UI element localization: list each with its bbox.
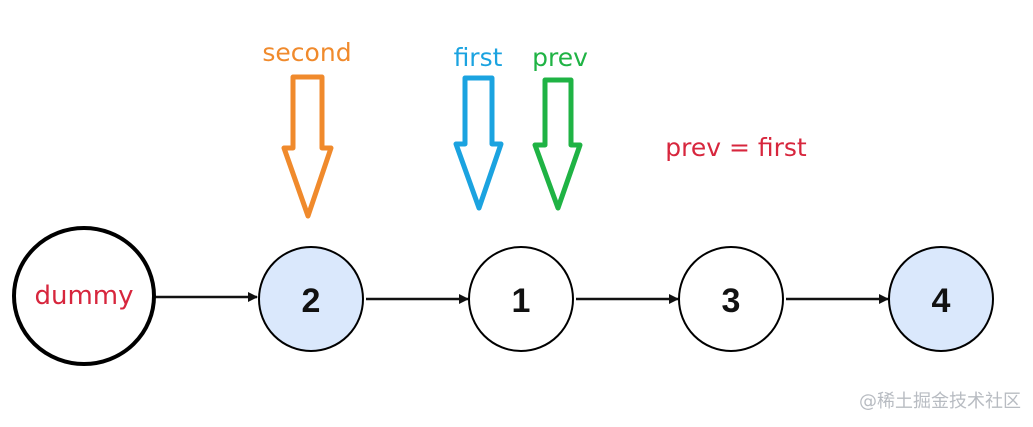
pointer-first-label: first <box>454 43 503 72</box>
pointer-first: first <box>453 43 504 211</box>
pointer-second-arrow-icon <box>281 74 334 219</box>
pointer-prev: prev <box>532 43 588 211</box>
pointer-second: second <box>262 38 352 219</box>
node-4: 4 <box>888 246 994 352</box>
node-2-label: 2 <box>302 282 321 320</box>
node-3: 3 <box>678 246 784 352</box>
pointer-second-label: second <box>262 38 351 67</box>
pointer-first-arrow-icon <box>453 75 504 211</box>
pointer-prev-arrow-icon <box>532 77 583 211</box>
node-1-label: 1 <box>512 282 531 320</box>
node-2: 2 <box>258 246 364 352</box>
node-3-label: 3 <box>722 282 741 320</box>
node-dummy: dummy <box>12 226 156 366</box>
assignment-annotation: prev = first <box>665 133 807 162</box>
node-4-label: 4 <box>932 282 951 320</box>
watermark: @稀土掘金技术社区 <box>859 391 1021 412</box>
node-1: 1 <box>468 246 574 352</box>
pointer-prev-label: prev <box>532 43 588 72</box>
node-dummy-label: dummy <box>34 281 133 311</box>
